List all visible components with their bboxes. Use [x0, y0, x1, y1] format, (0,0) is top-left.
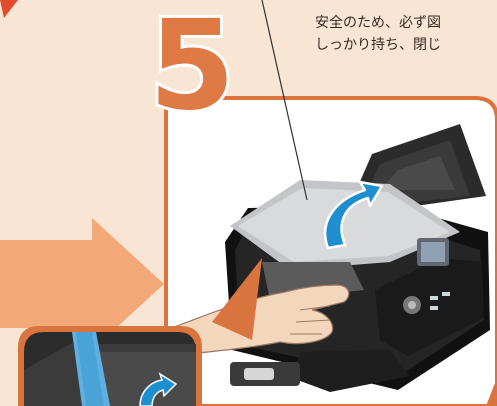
step-number-graphic: 5	[132, 8, 252, 116]
zoom-inset	[18, 326, 202, 406]
instruction-text: 安全のため、必ず図 しっかり持ち、閉じ	[315, 12, 497, 56]
corner-mark	[0, 0, 18, 18]
instruction-line-1: 安全のため、必ず図	[315, 12, 497, 34]
instruction-line-2: しっかり持ち、閉じ	[315, 34, 497, 56]
step-number: 5	[149, 8, 235, 116]
